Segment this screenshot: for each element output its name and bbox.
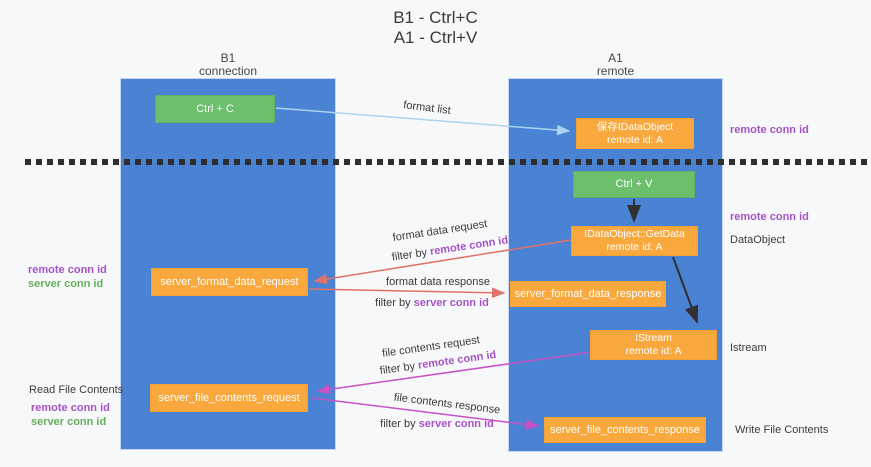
file-contents-response-filter-label: filter by server conn id — [380, 418, 494, 430]
title-line-2: A1 - Ctrl+V — [393, 28, 478, 47]
right-column-header: A1 remote — [508, 52, 723, 78]
remote-conn-id-annotation-left-2: remote conn id — [31, 402, 110, 414]
format-data-response-arrow — [308, 287, 506, 299]
right-column-role: remote — [596, 64, 635, 78]
title-line-1: B1 - Ctrl+C — [393, 8, 478, 27]
session-separator-dashed-line — [25, 159, 871, 165]
server-conn-id-annotation-left-1: server conn id — [28, 278, 104, 290]
ctrl-c-label: Ctrl + C — [196, 102, 234, 115]
istream-line1: IStream — [635, 332, 672, 344]
filter-by-text: filter by — [380, 418, 419, 430]
file-contents-response-arrow — [311, 397, 540, 430]
server-conn-id-term: server conn id — [413, 297, 489, 309]
remote-conn-id-annotation-top-right: remote conn id — [730, 124, 809, 136]
ctrl-c-node: Ctrl + C — [155, 95, 275, 123]
remote-conn-id-annotation-left-1: remote conn id — [28, 264, 107, 276]
read-file-contents-annotation: Read File Contents — [29, 384, 124, 396]
getdata-line1: IDataObject::GetData — [584, 228, 685, 240]
server-format-data-request-node: server_format_data_request — [151, 268, 308, 296]
file-contents-request-arrow — [316, 351, 593, 395]
right-column-name: A1 — [608, 51, 623, 65]
format-data-response-filter-label: filter by server conn id — [375, 297, 489, 309]
left-column-role: connection — [198, 64, 258, 78]
server-format-data-request-label: server_format_data_request — [160, 275, 299, 288]
server-format-data-response-label: server_format_data_response — [514, 287, 662, 300]
ctrl-v-label: Ctrl + V — [615, 178, 653, 190]
write-file-contents-annotation: Write File Contents — [735, 424, 829, 436]
save-dataobject-node: 保存IDataObject remote id: A — [576, 118, 694, 149]
format-data-response-label: format data response — [386, 276, 490, 288]
save-dataobject-line1: 保存IDataObject — [596, 120, 674, 133]
format-data-request-arrow — [313, 239, 572, 285]
server-conn-id-term: server conn id — [418, 418, 494, 430]
remote-conn-id-annotation-right: remote conn id — [730, 211, 809, 223]
save-dataobject-line2: remote id: A — [606, 133, 663, 146]
left-column-header: B1 connection — [120, 52, 336, 78]
server-file-contents-request-node: server_file_contents_request — [150, 384, 308, 412]
ctrl-v-node: Ctrl + V — [573, 171, 695, 198]
getdata-to-istream-arrow — [672, 256, 699, 324]
server-conn-id-annotation-left-2: server conn id — [31, 416, 107, 428]
format-list-arrow — [275, 107, 571, 136]
diagram-title: B1 - Ctrl+C A1 - Ctrl+V — [0, 8, 871, 48]
left-column-name: B1 — [220, 51, 236, 65]
getdata-line2: remote id: A — [606, 241, 663, 253]
istream-line2: remote id: A — [625, 345, 682, 357]
filter-by-text: filter by — [375, 297, 414, 309]
server-format-data-response-node: server_format_data_response — [510, 281, 666, 307]
server-file-contents-request-label: server_file_contents_request — [158, 391, 300, 404]
getdata-node: IDataObject::GetData remote id: A — [571, 226, 698, 256]
server-file-contents-response-node: server_file_contents_response — [544, 417, 706, 443]
server-file-contents-response-label: server_file_contents_response — [550, 423, 700, 436]
dataobject-annotation: DataObject — [730, 234, 786, 246]
istream-node: IStream remote id: A — [590, 330, 717, 360]
istream-annotation: Istream — [730, 342, 767, 354]
